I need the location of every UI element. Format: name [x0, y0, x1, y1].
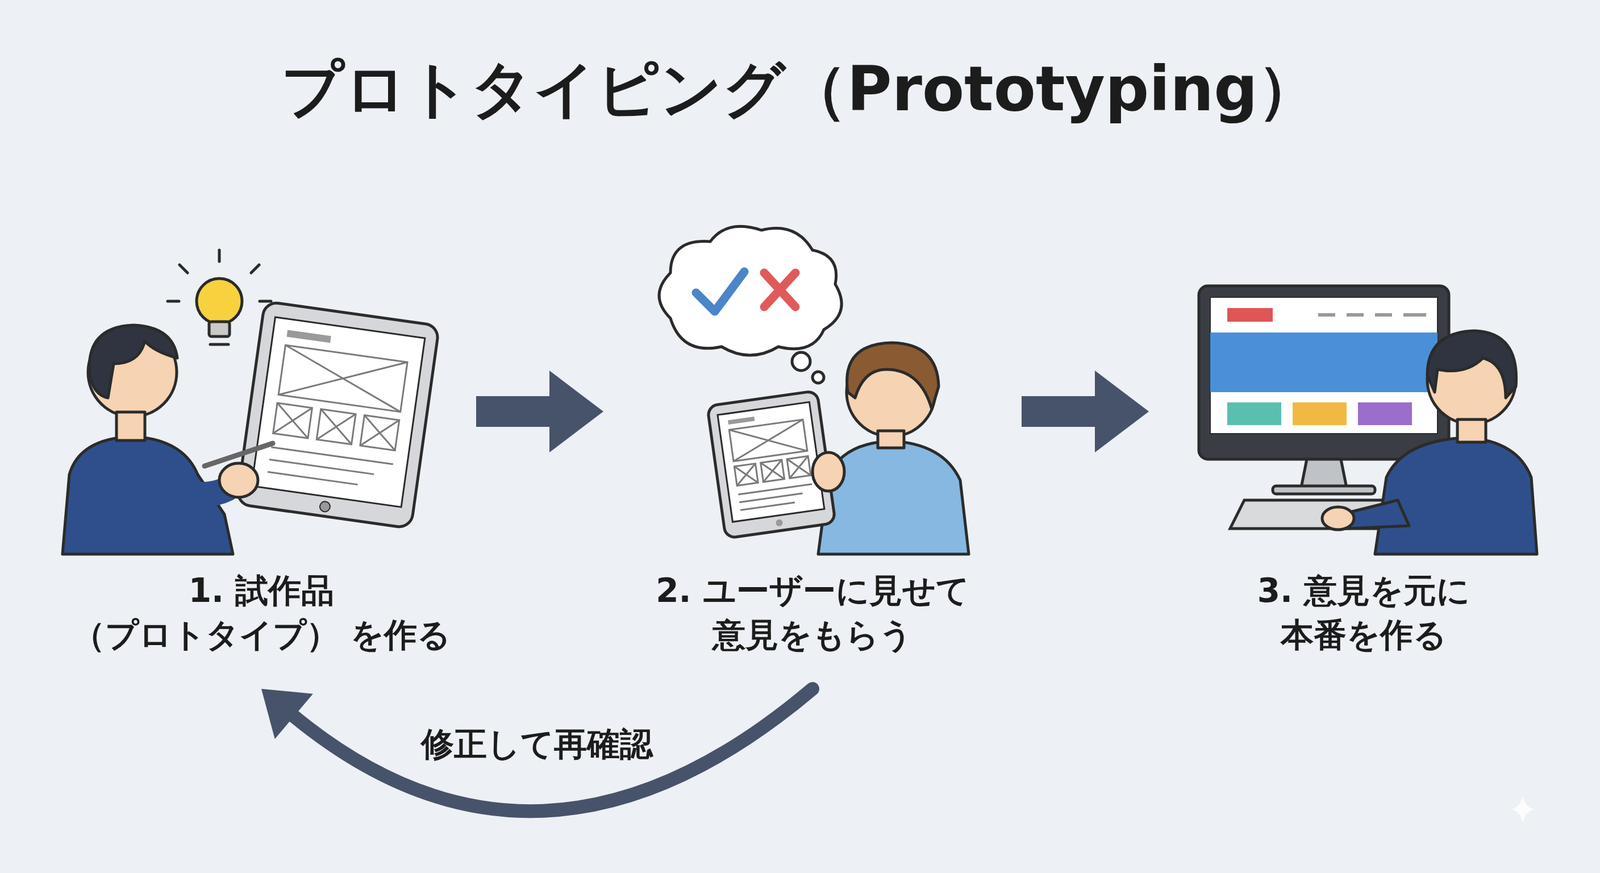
sparkle-mark — [1511, 795, 1535, 823]
flow-arrow — [1021, 370, 1149, 453]
designer-figure — [62, 325, 233, 554]
bulb-icon — [167, 250, 272, 345]
step-node: 3. 意見を元に 本番を作る — [1159, 267, 1569, 677]
step-caption: 1. 試作品（プロトタイプ） を作る — [56, 568, 466, 658]
step-caption: 3. 意見を元に 本番を作る — [1159, 568, 1569, 658]
step-node: 1. 試作品（プロトタイプ） を作る — [56, 267, 466, 677]
step-caption: 2. ユーザーに見せて 意見をもらう — [613, 568, 1012, 658]
developer-figure — [1322, 330, 1537, 554]
flow-arrow — [261, 688, 813, 811]
title: プロトタイピング（Prototyping） — [0, 52, 1600, 127]
edge-label: 修正して再確認 — [415, 722, 659, 766]
flow-arrow — [476, 370, 604, 453]
holding-hand — [812, 452, 845, 491]
tablet-sketch — [236, 301, 440, 529]
step-node: 2. ユーザーに見せて 意見をもらう — [613, 267, 1012, 677]
thought-bubble — [659, 226, 842, 383]
drawing-hand — [170, 443, 273, 498]
user-figure — [818, 342, 969, 554]
